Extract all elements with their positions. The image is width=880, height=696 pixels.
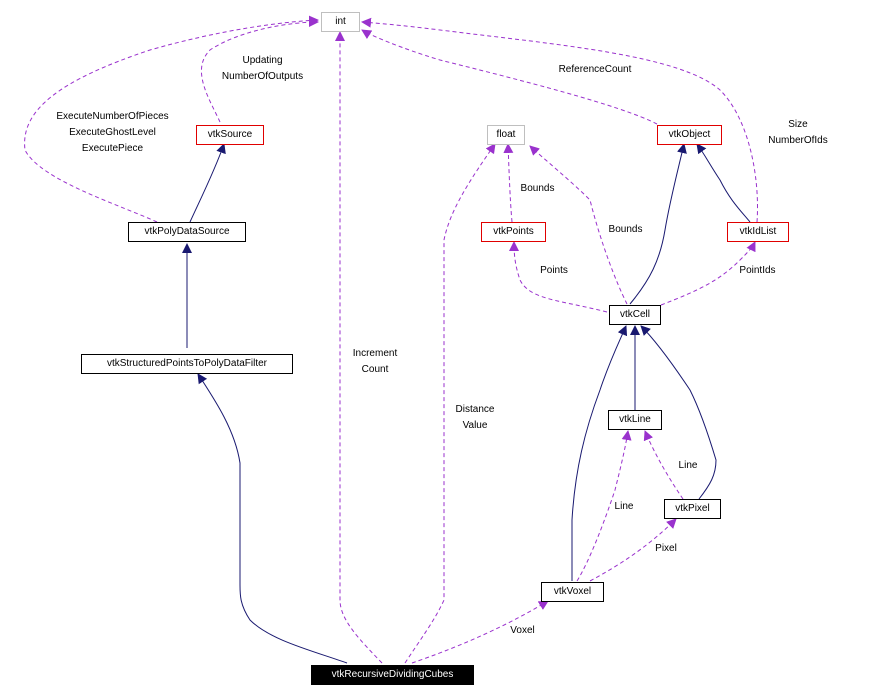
edge-label-voxel: Voxel (505, 623, 540, 639)
edge-vtkPoints-float (503, 143, 514, 223)
edge-vtkPixel-vtkLine (643, 430, 684, 500)
node-vtkObject[interactable]: vtkObject (657, 125, 722, 145)
edge-label-line: Line (678, 460, 698, 471)
edge-vtkCell-vtkObject (629, 143, 687, 305)
edge-vtkIdList-int (361, 17, 758, 223)
edge-vtkIdList-vtkObject (696, 143, 751, 223)
node-vtkRecursiveDividingCubes[interactable]: vtkRecursiveDividingCubes (311, 665, 474, 685)
edge-label-line: Pixel (655, 543, 677, 554)
edge-label-distance: Distance Value (450, 402, 500, 434)
edge-label-line: Voxel (510, 625, 535, 636)
edge-rdc-float (404, 143, 496, 664)
edge-label-line: Updating (242, 55, 283, 66)
edge-label-execute: ExecuteNumberOfPieces ExecuteGhostLevel … (45, 109, 180, 157)
edge-vtkCell-vtkIdList (660, 241, 756, 306)
edge-vtkVoxel-vtkPixel (589, 518, 677, 582)
edge-vtkPixel-vtkCell (640, 325, 717, 500)
edge-label-points: Points (534, 263, 574, 279)
edge-label-line: NumberOfOutputs (221, 71, 304, 82)
edge-label-bounds-points: Bounds (515, 181, 560, 197)
edge-label-line: Value (462, 420, 488, 431)
edge-label-line: PointIds (739, 265, 776, 276)
edge-label-line-pixel: Line (673, 458, 703, 474)
node-vtkStructuredPointsToPolyDataFilter[interactable]: vtkStructuredPointsToPolyDataFilter (81, 354, 293, 374)
node-vtkLine[interactable]: vtkLine (608, 410, 662, 430)
edge-label-line: Points (540, 265, 568, 276)
edge-label-line: ExecutePiece (81, 143, 144, 154)
edge-vtkPolyDataSource-int (24, 15, 319, 223)
edge-rdc-vtkVoxel (411, 600, 549, 664)
edge-label-line: Increment (352, 348, 398, 359)
node-vtkIdList[interactable]: vtkIdList (727, 222, 789, 242)
node-vtkPolyDataSource[interactable]: vtkPolyDataSource (128, 222, 246, 242)
edge-label-line: ReferenceCount (558, 64, 632, 75)
edge-label-updating: Updating NumberOfOutputs (210, 53, 315, 85)
edge-label-line-voxel: Line (609, 499, 639, 515)
edge-label-line: Bounds (520, 183, 555, 194)
edge-label-line: NumberOfIds (768, 135, 828, 146)
node-int[interactable]: int (321, 12, 360, 32)
edge-label-line: Count (361, 364, 389, 375)
edge-label-line: ExecuteNumberOfPieces (56, 111, 169, 122)
node-vtkSource[interactable]: vtkSource (196, 125, 264, 145)
edge-label-refcount: ReferenceCount (550, 62, 640, 78)
node-vtkVoxel[interactable]: vtkVoxel (541, 582, 604, 602)
edge-vtkPolyDataSource-vtkSource (189, 143, 226, 223)
edge-rdc-int (335, 31, 383, 664)
edge-vtkSource-int (200, 17, 319, 123)
edge-vtkCell-vtkPoints (509, 241, 608, 313)
node-vtkPoints[interactable]: vtkPoints (481, 222, 546, 242)
edge-rdc-filter (197, 373, 348, 664)
edge-label-pixel: Pixel (650, 541, 682, 557)
edge-label-pointids: PointIds (735, 263, 780, 279)
edge-label-increment: Increment Count (345, 346, 405, 378)
edge-vtkVoxel-vtkCell (571, 325, 628, 581)
edge-vtkObject-int (361, 29, 658, 125)
edge-vtkVoxel-vtkLine (576, 430, 632, 582)
node-float[interactable]: float (487, 125, 525, 145)
edge-label-bounds-cell: Bounds (603, 222, 648, 238)
node-vtkCell[interactable]: vtkCell (609, 305, 661, 325)
edge-label-line: Distance (455, 404, 495, 415)
edge-label-line: Size (788, 119, 808, 130)
edge-label-line: Line (614, 501, 634, 512)
edge-label-line: Bounds (608, 224, 643, 235)
node-vtkPixel[interactable]: vtkPixel (664, 499, 721, 519)
edge-label-line: ExecuteGhostLevel (69, 127, 156, 138)
edge-label-size: Size NumberOfIds (763, 117, 833, 149)
